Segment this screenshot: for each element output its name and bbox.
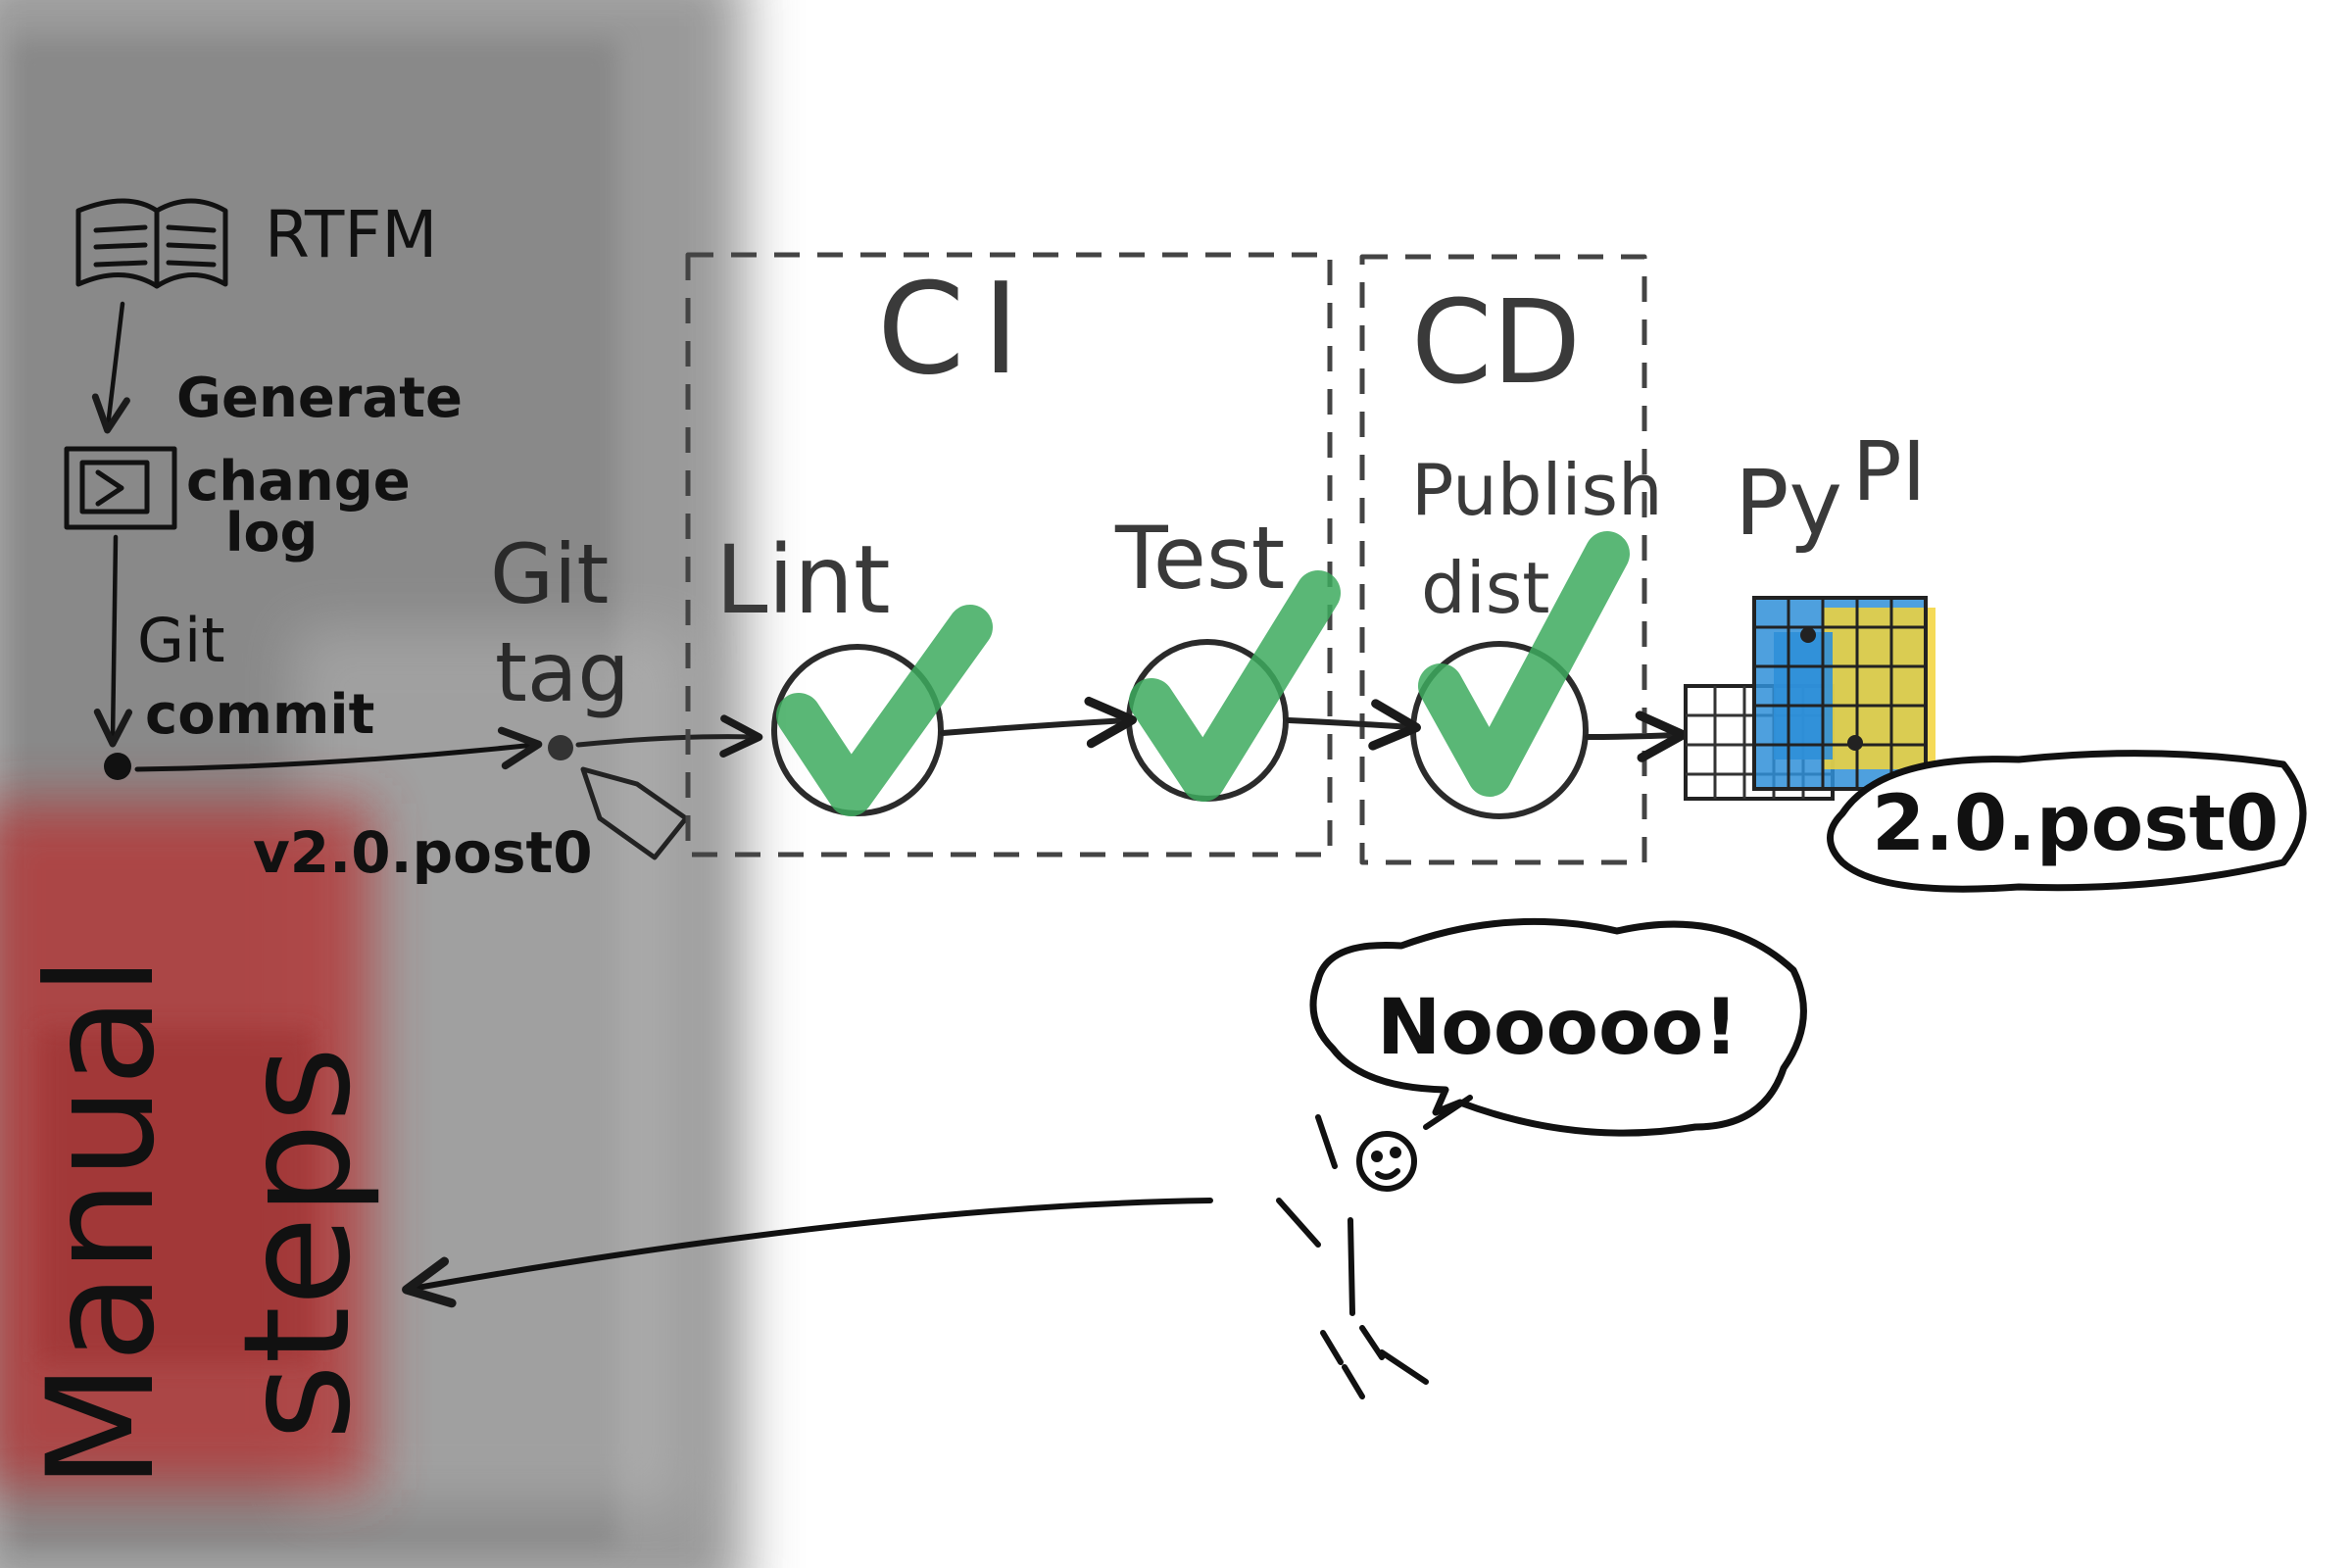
- generate-label: Generate: [176, 367, 463, 430]
- arrow-tag-to-lint: [575, 714, 763, 759]
- pypi-logo-icon: [1684, 596, 1936, 801]
- lint-label: Lint: [715, 525, 891, 635]
- pypi-label-part1: Py: [1735, 451, 1842, 556]
- test-label: Test: [1114, 508, 1285, 609]
- log-label: log: [225, 502, 318, 564]
- ci-title: CI: [877, 257, 1037, 403]
- ci-box: [685, 252, 1333, 858]
- stick-figure: [1276, 1114, 1429, 1399]
- arrow-terminal-to-commit: [93, 534, 133, 748]
- publish-label: Publish: [1411, 449, 1663, 531]
- check-icon: [776, 605, 993, 816]
- git-tag-label-line1: Git: [490, 526, 609, 622]
- git-commit-label-line2: commit: [145, 683, 374, 747]
- arrow-publish-to-pypi: [1585, 710, 1688, 762]
- tag-icon: [580, 766, 689, 860]
- check-icon: [1418, 531, 1630, 797]
- book-icon: [75, 198, 228, 289]
- version-tag-label: v2.0.post0: [253, 819, 593, 886]
- steps-label: steps: [213, 1046, 383, 1441]
- manual-label: Manual: [17, 956, 187, 1490]
- speech-bubble: [1309, 917, 1807, 1137]
- lint-step: [771, 605, 993, 816]
- arrow-to-manual-steps: [402, 1198, 1213, 1308]
- test-step: [1126, 570, 1341, 802]
- terminal-icon: [64, 446, 177, 530]
- cd-box: [1359, 254, 1647, 865]
- git-tag-label-line2: tag: [495, 624, 630, 720]
- pypi-label-part2: PI: [1852, 423, 1926, 519]
- tag-dot: [548, 735, 573, 760]
- speech-text: Nooooo!: [1377, 984, 1739, 1072]
- arrow-test-to-publish: [1286, 699, 1421, 751]
- change-label: change: [186, 450, 411, 514]
- face-icon: [1356, 1131, 1417, 1192]
- cd-title: CD: [1411, 274, 1581, 410]
- manual-steps-panel: [0, 0, 745, 1568]
- git-commit-label-line1: Git: [137, 605, 225, 676]
- check-icon: [1129, 570, 1341, 802]
- arrow-commit-to-tag: [134, 726, 543, 772]
- version-badge-label: 2.0.post0: [1872, 780, 2278, 868]
- dist-label: dist: [1421, 547, 1549, 629]
- arrow-lint-to-test: [940, 696, 1137, 749]
- rtfm-label: RTFM: [265, 197, 437, 272]
- arrow-book-to-terminal: [91, 301, 130, 434]
- commit-dot: [104, 753, 131, 780]
- version-badge: [1827, 750, 2307, 893]
